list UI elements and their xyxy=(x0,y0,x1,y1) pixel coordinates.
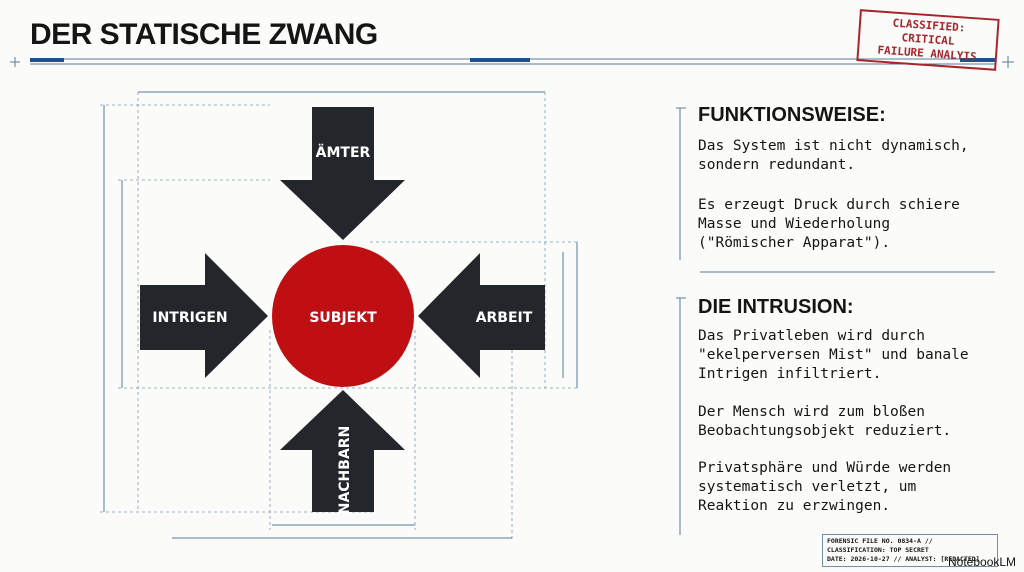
label-top: ÄMTER xyxy=(316,144,371,161)
footer-line: DATE: 2026-10-27 // ANALYST: [REDACTED] xyxy=(827,555,980,563)
arrow-bottom xyxy=(280,390,405,512)
section-heading: FUNKTIONSWEISE: xyxy=(698,104,886,126)
subject-circle xyxy=(272,245,414,387)
arrow-top xyxy=(280,107,405,240)
notebooklm-brand: NotebookLM xyxy=(948,555,1017,569)
page-title: DER STATISCHE ZWANG xyxy=(30,18,378,51)
paragraph: Der Mensch wird zum bloßen Beobachtungso… xyxy=(698,404,952,439)
arrow-right xyxy=(418,253,545,378)
arrow-left xyxy=(140,253,268,378)
forensic-footer: FORENSIC FILE NO. 0834-A // CLASSIFICATI… xyxy=(822,534,998,567)
label-bottom: NACHBARN xyxy=(337,426,353,515)
paragraph: Privatsphäre und Würde werden systematis… xyxy=(698,460,952,514)
section-heading: DIE INTRUSION: xyxy=(698,296,854,318)
paragraph: Es erzeugt Druck durch schiere Masse und… xyxy=(698,197,960,251)
paragraph: Das System ist nicht dynamisch, sondern … xyxy=(698,138,969,173)
paragraph: Das Privatleben wird durch "ekelperverse… xyxy=(698,328,969,382)
footer-line: FORENSIC FILE NO. 0834-A // CLASSIFICATI… xyxy=(827,537,933,554)
label-left: INTRIGEN xyxy=(152,310,227,326)
label-right: ARBEIT xyxy=(476,310,533,326)
label-center: SUBJEKT xyxy=(309,310,377,326)
